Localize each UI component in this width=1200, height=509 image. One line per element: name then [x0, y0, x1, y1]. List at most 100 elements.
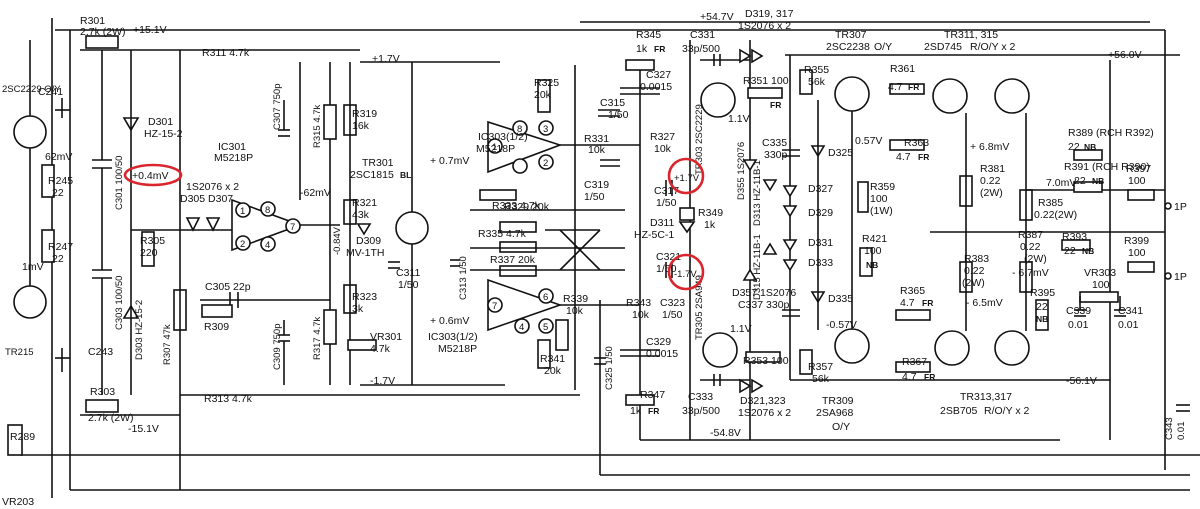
pin-ic301-8	[260, 201, 276, 217]
label-r319-value: 16k	[352, 120, 370, 132]
label-r319: R319	[352, 108, 377, 120]
label-r305-value: 220	[140, 247, 158, 259]
resistor-r421	[859, 247, 873, 277]
resistor-r337	[499, 265, 537, 277]
label-r353: R353 100	[743, 355, 789, 367]
diode-d313	[762, 179, 778, 192]
transistor-tr305-symbol	[702, 332, 738, 368]
label-d319: D319, 317	[745, 8, 794, 20]
label-r341-value: 20k	[544, 365, 562, 377]
diode-d309	[356, 223, 372, 236]
label-r341: R341	[540, 353, 565, 365]
label-d325: D325	[828, 147, 853, 159]
highlight-pos-1-7v-text: +1.7V	[674, 173, 700, 184]
resistor-r391	[1073, 181, 1103, 193]
label-vr203: VR203	[2, 496, 34, 508]
label-tr307: TR307	[835, 29, 867, 41]
transistor-tr303-symbol	[700, 82, 736, 118]
label-r349: R349	[698, 207, 723, 219]
label-c327: C327	[646, 69, 671, 81]
label-ic303-lower: IC303(1/2)	[428, 331, 478, 343]
label-r331: R331	[584, 133, 609, 145]
label-vr301-value: 4.7k	[370, 343, 391, 355]
label-r395: R395	[1030, 287, 1055, 299]
label-c343-value: 0.01	[1176, 422, 1187, 441]
label-r347-value: 1k	[630, 405, 642, 417]
label-c329-value: 0.0015	[646, 348, 678, 360]
label-c331: C331	[690, 29, 715, 41]
label-r381: R381	[980, 163, 1005, 175]
diode-d321	[739, 378, 752, 394]
label-d335: D335	[828, 293, 853, 305]
label-tr311-value: 2SD745	[924, 41, 962, 53]
label-ic303-upper-value: M5218P	[476, 143, 515, 155]
label-r309: R309	[204, 321, 229, 333]
badge-r367-fr: FR	[924, 372, 935, 382]
resistor-r289	[7, 424, 23, 456]
label-d319-value: 1S2076 x 2	[738, 20, 791, 32]
label-ic301: IC301	[218, 141, 246, 153]
label-67mv: - 6.7mV	[1012, 267, 1049, 279]
label-r367: R367	[902, 356, 927, 368]
label-r355: R355	[804, 64, 829, 76]
badge-r361-fr: FR	[908, 82, 919, 92]
label-c307: C307 750p	[272, 84, 283, 130]
label-ic303-lower-value: M5218P	[438, 343, 477, 355]
label-c319: C319	[584, 179, 609, 191]
label-r387-power: (2W)	[1024, 253, 1047, 265]
label-c311: C311	[396, 267, 420, 279]
label-r351: R351 100	[743, 75, 789, 87]
label-r363-value: 4.7	[896, 151, 911, 163]
transistor-tr311-symbol	[932, 78, 968, 114]
resistor-r317	[323, 309, 337, 345]
label-r395-value: 22	[1036, 301, 1048, 313]
label-1mv-left: 1mV	[22, 261, 44, 273]
label-tr313: TR313,317	[960, 391, 1012, 403]
label-c329: C329	[646, 336, 671, 348]
variable-resistor-vr303	[1079, 291, 1119, 303]
diode-d317	[751, 48, 764, 64]
label-r381-power: (2W)	[980, 187, 1003, 199]
label-d329: D329	[808, 207, 833, 219]
label-c333-value: 33p/500	[682, 405, 720, 417]
resistor-r303	[85, 399, 119, 413]
label-r397: R397	[1126, 163, 1151, 175]
resistor-r347	[625, 394, 655, 406]
label-c335: C335	[762, 137, 787, 149]
label-r245: R245	[48, 175, 73, 187]
label-r301-value: 2.7k (2W)	[80, 26, 126, 38]
ic303u-pin1-label: 1	[492, 142, 497, 153]
label-r381-value: 0.22	[980, 175, 1001, 187]
diode-d333	[782, 259, 798, 272]
diode-d327	[782, 185, 798, 198]
label-r325: R325	[534, 77, 559, 89]
label-r359-value: 100	[870, 193, 888, 205]
label-tr303: TR303 2SC2229	[694, 104, 705, 175]
label-r329: R329 20k	[504, 201, 550, 213]
label-r385: R385	[1038, 197, 1063, 209]
label-tr313-value: 2SB705	[940, 405, 978, 417]
label-d313: D313 HZ-11B-1	[752, 160, 763, 226]
label-r307: R307 47k	[162, 324, 173, 365]
label-c319-value: 1/50	[584, 191, 605, 203]
label-r421: R421	[862, 233, 887, 245]
ic303l-pin7-label: 7	[492, 301, 497, 312]
highlight-neg-1-7v-text: -1.7V	[674, 269, 697, 280]
label-c305: C305 22p	[205, 281, 251, 293]
transistor-tr215-symbol	[13, 285, 47, 319]
label-r345-value: 1k	[636, 43, 648, 55]
label-c323-value: 1/50	[662, 309, 683, 321]
pin-ic301-1	[235, 202, 251, 218]
label-r335: R335 4.7k	[478, 228, 527, 240]
label-d305-d307: D305 D307	[180, 193, 233, 205]
label-r323: R323	[352, 291, 377, 303]
resistor-r363	[889, 139, 925, 151]
supply-regulator-section: R301 2.7k (2W) +15.1V R303 2.7k (2W) -15…	[80, 15, 290, 490]
badge-r363-fr: FR	[918, 152, 929, 162]
label-c339-value: 0.01	[1068, 319, 1089, 331]
label-d303: D303 HZ-15-2	[134, 300, 145, 360]
label-r333: R333 4.7k	[492, 200, 541, 212]
label-r399: R399	[1124, 235, 1149, 247]
label-ic303-upper: IC303(1/2)	[478, 131, 528, 143]
label-vr303: VR303	[1084, 267, 1116, 279]
